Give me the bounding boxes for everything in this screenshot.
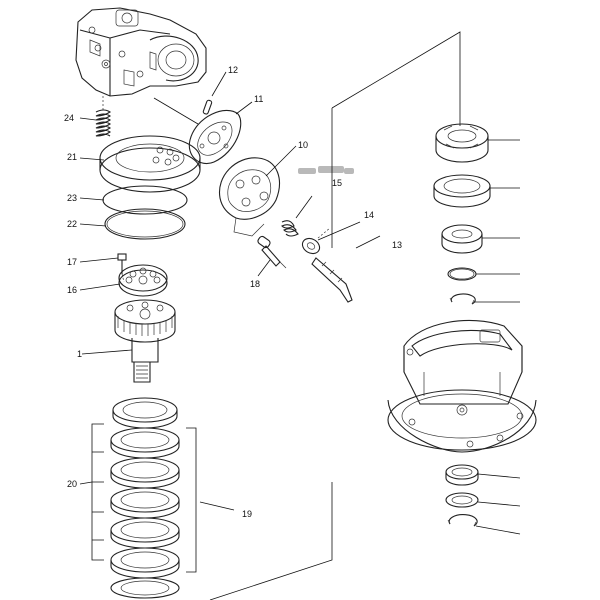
illegible-smudge: [298, 166, 354, 174]
retainer-plate-part-16: [118, 264, 168, 297]
callout-19: 19: [242, 509, 252, 519]
plate-part-21: [99, 135, 201, 193]
callout-22: 22: [67, 219, 77, 229]
callout-21: 21: [67, 152, 77, 162]
callout-13: 13: [392, 240, 402, 250]
plug-part-14: [301, 227, 331, 255]
cylinder-block-part-1: [114, 299, 176, 383]
callout-15: 15: [332, 178, 342, 188]
spool-part-13: [311, 257, 353, 303]
valve-plate-part-11: [188, 109, 242, 164]
callout-23: 23: [67, 193, 77, 203]
motor-housing: [75, 7, 207, 97]
callout-14: 14: [364, 210, 374, 220]
retaining-ring-upper-right: [449, 293, 476, 305]
piston-part-18: [257, 235, 287, 269]
callout-17: 17: [67, 257, 77, 267]
spring-part-24: [95, 96, 111, 137]
callout-labels: 24 21 23 22 17 16 1 20 19 12 11 10 15 14…: [64, 65, 402, 519]
callout-20: 20: [67, 479, 77, 489]
callout-16: 16: [67, 285, 77, 295]
callout-12: 12: [228, 65, 238, 75]
assembly-frame-lines: [209, 31, 461, 600]
callout-10: 10: [298, 140, 308, 150]
gear-housing-right: [387, 320, 537, 453]
callout-18: 18: [250, 279, 260, 289]
piston-housing-part-10: [218, 157, 280, 237]
disc-stack-parts-19-20: [91, 397, 197, 599]
seal-lower-right: [445, 492, 479, 508]
bearing-top-right: [435, 123, 489, 163]
snap-ring-upper-right: [447, 267, 477, 281]
retaining-ring-lower-right: [447, 514, 478, 527]
o-ring-part-22: [104, 208, 186, 240]
callout-11: 11: [254, 94, 263, 104]
seal-ring-right: [433, 174, 491, 208]
callout-1: 1: [77, 349, 82, 359]
callout-24: 24: [64, 113, 74, 123]
bearing-mid-right: [441, 224, 483, 254]
o-ring-part-23: [102, 185, 188, 215]
leader-lines: [79, 71, 521, 535]
pin-part-12: [202, 99, 213, 115]
bearing-lower-right: [445, 464, 479, 486]
spring-part-15: [281, 220, 299, 237]
